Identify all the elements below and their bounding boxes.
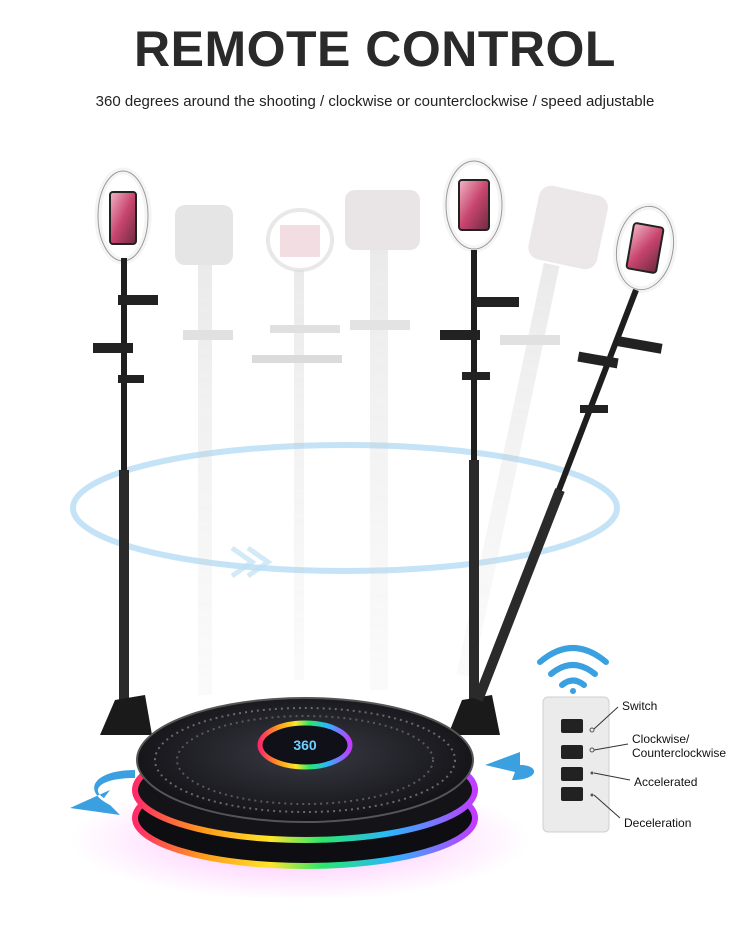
callout-lines [593,706,631,819]
callout-direction: Clockwise/ Counterclockwise [632,732,727,760]
page-subtitle: 360 degrees around the shooting / clockw… [95,93,655,110]
rotate-right-arrow-icon [485,752,535,780]
center-ring-light-stand [440,157,519,735]
right-ring-light-stand [473,202,678,702]
ghost-stands [175,185,608,695]
callout-accelerated: Accelerated [634,775,698,789]
callout-switch: Switch [622,699,658,713]
rotation-orbit [70,442,620,574]
remote-control [542,696,610,833]
callout-deceleration: Deceleration [624,816,692,830]
wifi-signal-icon [537,645,609,694]
rotating-platform: 360 [70,697,530,900]
rotation-chevron-icon [230,545,273,579]
rotate-left-arrow-icon [70,770,135,815]
platform-logo: 360 [293,737,317,753]
left-ring-light-stand [93,167,158,735]
page-title: REMOTE CONTROL [134,21,616,77]
